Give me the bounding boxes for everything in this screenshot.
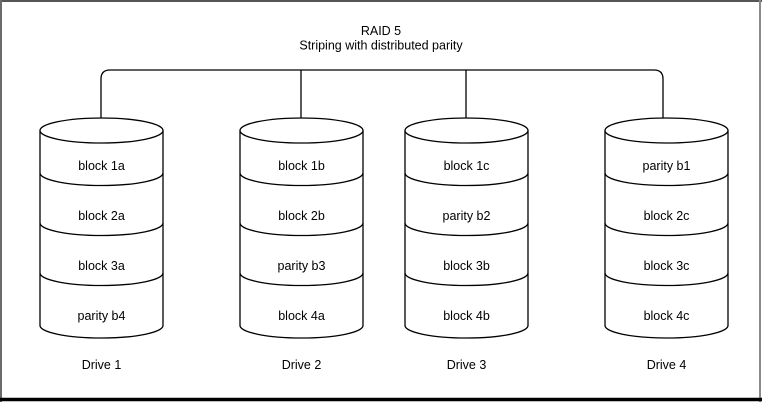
drive-4-cylinder-top xyxy=(604,117,729,144)
block-label: parity b1 xyxy=(643,159,691,173)
block-label: block 2a xyxy=(78,209,125,223)
drive-1-divider-3 xyxy=(39,272,164,287)
drive-4-cylinder-body xyxy=(604,130,729,339)
block-label: block 3c xyxy=(644,259,690,273)
block-label: block 4a xyxy=(278,309,325,323)
drive-4-divider-3 xyxy=(604,272,729,287)
drive-2-cylinder-body xyxy=(239,130,364,339)
block-label: block 1b xyxy=(278,159,325,173)
drive-label: Drive 1 xyxy=(82,358,122,372)
block-label: block 2c xyxy=(644,209,690,223)
drive-label: Drive 2 xyxy=(282,358,322,372)
drive-3-divider-1 xyxy=(404,172,529,187)
drive-label: Drive 3 xyxy=(447,358,487,372)
drive-4: parity b1 block 2c block 3c block 4c Dri… xyxy=(604,117,729,372)
block-label: block 4c xyxy=(644,309,690,323)
block-label: block 2b xyxy=(278,209,325,223)
connector-line-outer xyxy=(100,69,664,118)
drive-1-cylinder-body xyxy=(39,130,164,339)
diagram-title: RAID 5 xyxy=(361,24,401,38)
drive-label: Drive 4 xyxy=(647,358,687,372)
drive-3-cylinder-body xyxy=(404,130,529,339)
drive-2-cylinder-top xyxy=(239,117,364,144)
drive-1-cylinder-top xyxy=(39,117,164,144)
block-label: parity b2 xyxy=(443,209,491,223)
block-label: block 1c xyxy=(444,159,490,173)
drive-1-divider-1 xyxy=(39,172,164,187)
block-label: block 1a xyxy=(78,159,125,173)
block-label: block 3b xyxy=(443,259,490,273)
drive-2: block 1b block 2b parity b3 block 4a Dri… xyxy=(239,117,364,372)
drive-1: block 1a block 2a block 3a parity b4 Dri… xyxy=(39,117,164,372)
drive-4-divider-2 xyxy=(604,222,729,237)
drive-4-divider-1 xyxy=(604,172,729,187)
drive-3-cylinder-top xyxy=(404,117,529,144)
connector-bus xyxy=(100,69,664,118)
drive-2-divider-1 xyxy=(239,172,364,187)
block-label: parity b3 xyxy=(278,259,326,273)
block-label: block 3a xyxy=(78,259,125,273)
drive-3: block 1c parity b2 block 3b block 4b Dri… xyxy=(404,117,529,372)
block-label: block 4b xyxy=(443,309,490,323)
drive-1-divider-2 xyxy=(39,222,164,237)
drive-3-divider-3 xyxy=(404,272,529,287)
drive-2-divider-3 xyxy=(239,272,364,287)
diagram-subtitle: Striping with distributed parity xyxy=(299,39,463,53)
block-label: parity b4 xyxy=(78,309,126,323)
drive-2-divider-2 xyxy=(239,222,364,237)
drive-3-divider-2 xyxy=(404,222,529,237)
